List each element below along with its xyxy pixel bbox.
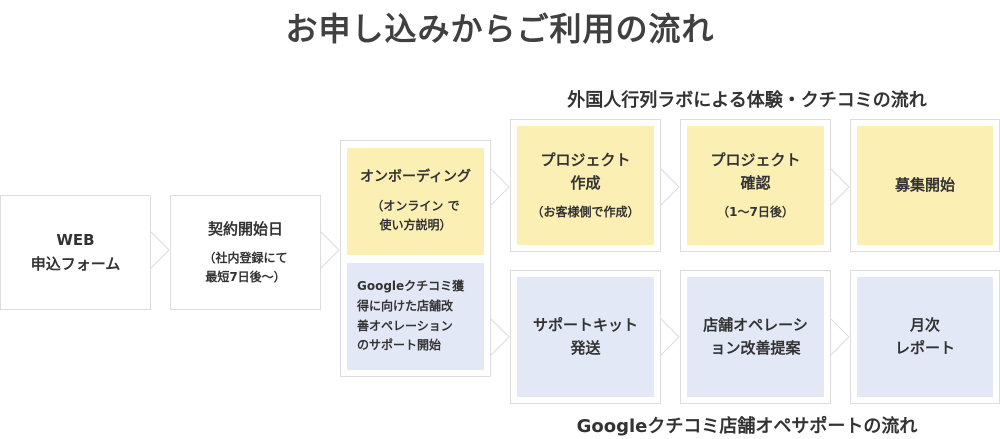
step-store-operation-label: 店舗オペレーシ ョン改善提案: [703, 315, 808, 357]
step-monthly-report: 月次 レポート: [857, 277, 993, 397]
bottom-flow-title: Googleクチコミ店舗オペサポートの流れ: [576, 416, 918, 437]
arrow-connector-icon: [829, 316, 850, 358]
step-project-create: プロジェクト 作成 （お客様側で作成）: [517, 126, 654, 245]
step-recruit: 募集開始: [857, 126, 993, 245]
step-web-form: WEB 申込フォーム: [0, 195, 151, 310]
step-project-confirm: プロジェクト 確認 （1〜7日後）: [687, 126, 824, 245]
step-contract-start: 契約開始日 （社内登録にて 最短7日後〜）: [170, 195, 321, 310]
step-recruit-label: 募集開始: [894, 175, 955, 194]
step-support-kit: サポートキット 発送: [517, 277, 654, 397]
page-title: お申し込みからご利用の流れ: [285, 10, 715, 48]
arrow-connector-icon: [319, 229, 340, 271]
step-project-confirm-note: （1〜7日後）: [717, 205, 794, 220]
step-support-kit-label: サポートキット 発送: [532, 315, 638, 357]
step-onboarding: オンボーディング （オンライン で 使い方説明）: [347, 148, 484, 255]
step-monthly-report-label: 月次 レポート: [894, 315, 955, 357]
step-store-operation: 店舗オペレーシ ョン改善提案: [687, 277, 824, 397]
arrow-connector-icon: [489, 166, 510, 208]
step-onboarding-label: オンボーディング: [359, 169, 472, 186]
top-flow-title: 外国人行列ラボによる体験・クチコミの流れ: [567, 90, 927, 111]
step-google-support: Googleクチコミ獲 得に向けた店舗改 善オペレーション のサポート開始: [347, 263, 484, 370]
arrow-connector-icon: [659, 316, 680, 358]
arrow-connector-icon: [659, 166, 680, 208]
step-project-create-note: （お客様側で作成）: [531, 205, 640, 220]
step-contract-start-label: 契約開始日: [207, 219, 283, 238]
step-onboarding-note: （オンライン で 使い方説明）: [371, 199, 460, 233]
arrow-connector-icon: [149, 229, 170, 271]
step-contract-start-note: （社内登録にて 最短7日後〜）: [203, 250, 288, 285]
arrow-connector-icon: [489, 316, 510, 358]
step-web-form-label: WEB 申込フォーム: [30, 231, 121, 273]
step-google-support-label: Googleクチコミ獲 得に向けた店舗改 善オペレーション のサポート開始: [357, 278, 465, 353]
step-project-create-label: プロジェクト 作成: [540, 150, 631, 192]
step-project-confirm-label: プロジェクト 確認: [710, 150, 801, 192]
arrow-connector-icon: [829, 166, 850, 208]
